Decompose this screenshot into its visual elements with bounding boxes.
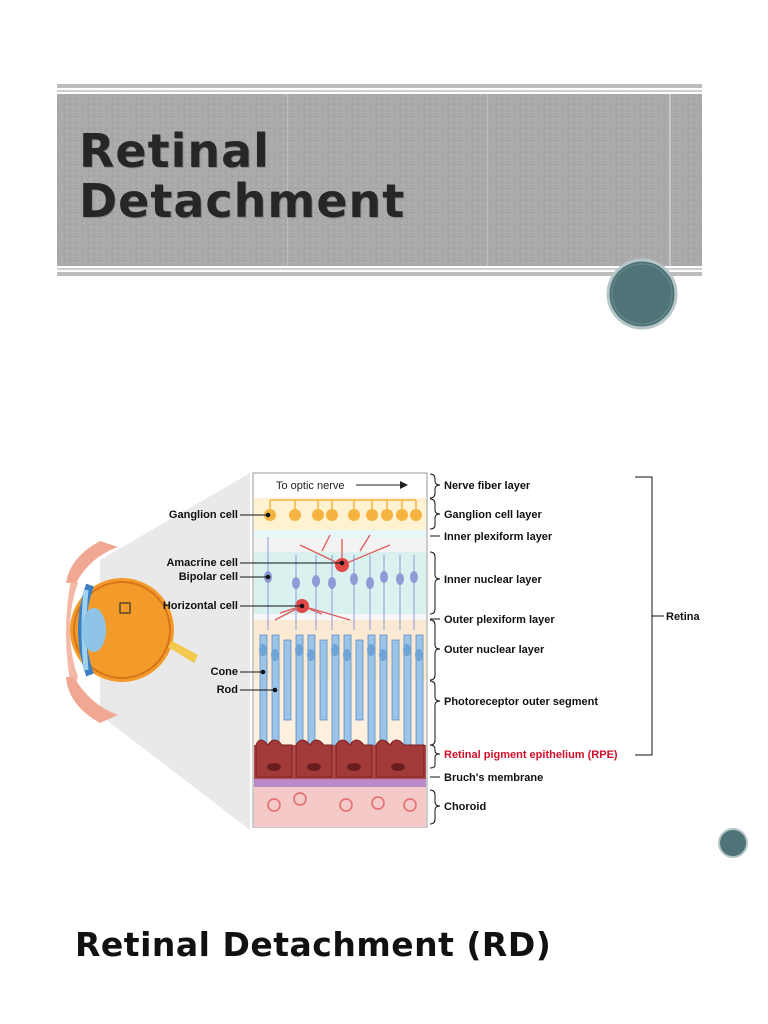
label-inner-plexiform-layer: Inner plexiform layer bbox=[444, 531, 553, 543]
label-ganglion-cell: Ganglion cell bbox=[169, 509, 238, 521]
label-outer-nuclear-layer: Outer nuclear layer bbox=[444, 644, 545, 656]
label-outer-plexiform-layer: Outer plexiform layer bbox=[444, 614, 555, 626]
slide-title: Retinal Detachment bbox=[79, 126, 405, 226]
optic-nerve-label: To optic nerve bbox=[276, 480, 344, 492]
title-line-1: Retinal bbox=[79, 124, 270, 178]
layer-labels: Nerve fiber layer Ganglion cell layer In… bbox=[444, 480, 618, 813]
decorative-circle-large bbox=[606, 258, 678, 330]
cell-labels: Ganglion cell Amacrine cell Bipolar cell… bbox=[163, 509, 238, 696]
label-retina: Retina bbox=[666, 611, 701, 623]
label-nerve-fiber-layer: Nerve fiber layer bbox=[444, 480, 531, 492]
arrow-right-icon bbox=[400, 481, 408, 489]
retina-cross-section: To optic nerve bbox=[252, 472, 428, 828]
slide-subtitle: Retinal Detachment (RD) bbox=[75, 925, 552, 964]
title-banner: Retinal Detachment bbox=[57, 84, 702, 276]
label-choroid: Choroid bbox=[444, 801, 486, 813]
banner-texture bbox=[57, 84, 702, 276]
retina-diagram: To optic nerve Ganglion cell Amacrine ce… bbox=[66, 472, 701, 830]
label-ganglion-cell-layer: Ganglion cell layer bbox=[444, 509, 543, 521]
label-bruchs-membrane: Bruch's membrane bbox=[444, 772, 543, 784]
title-line-2: Detachment bbox=[79, 174, 406, 228]
label-photoreceptor-outer-segment: Photoreceptor outer segment bbox=[444, 696, 598, 708]
label-rod: Rod bbox=[217, 684, 238, 696]
label-amacrine-cell: Amacrine cell bbox=[166, 557, 238, 569]
label-cone: Cone bbox=[211, 666, 239, 678]
label-inner-nuclear-layer: Inner nuclear layer bbox=[444, 574, 543, 586]
label-bipolar-cell: Bipolar cell bbox=[179, 571, 238, 583]
retina-bracket bbox=[635, 476, 664, 756]
eye-illustration bbox=[66, 473, 250, 830]
label-horizontal-cell: Horizontal cell bbox=[163, 600, 238, 612]
decorative-circle-small bbox=[718, 828, 748, 858]
layer-brackets bbox=[429, 473, 441, 825]
label-rpe: Retinal pigment epithelium (RPE) bbox=[444, 749, 618, 761]
